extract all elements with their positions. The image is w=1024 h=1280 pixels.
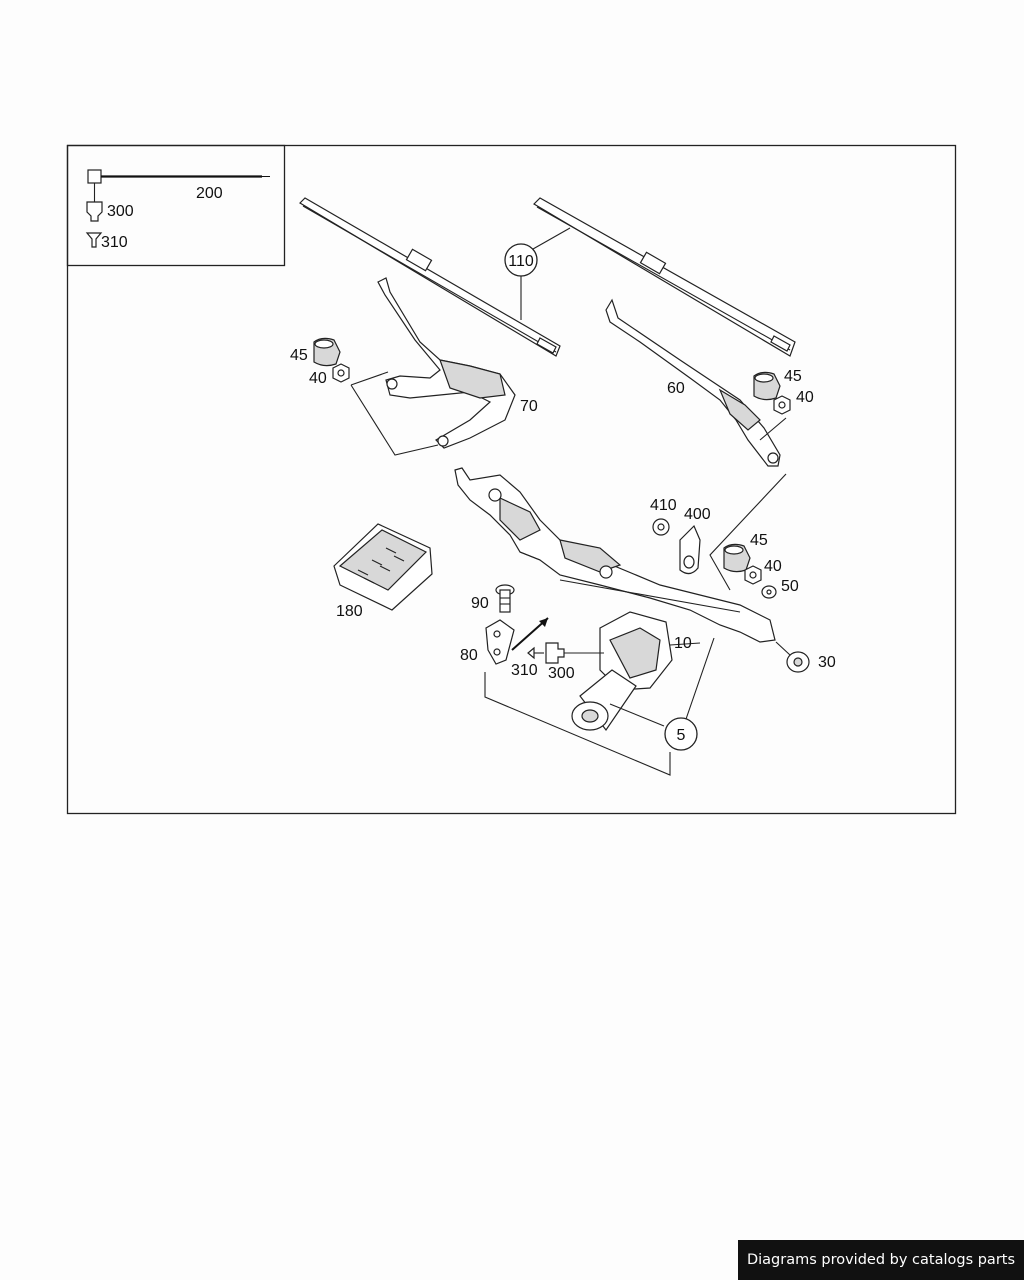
wiper-blade-right — [533, 197, 796, 357]
nut-40-right-mid — [744, 565, 762, 585]
nut-40-left — [332, 363, 350, 383]
cap-45-right-mid — [723, 543, 751, 573]
wiper-blade-left — [299, 197, 561, 357]
callout-45-right-mid: 45 — [750, 532, 768, 549]
callout-circle-5 — [664, 717, 698, 751]
legend-symbols — [85, 169, 270, 248]
legend-box — [66, 144, 286, 267]
diagram-frame — [66, 144, 957, 815]
nut-40-right-top — [773, 395, 791, 415]
callout-45-left: 45 — [290, 347, 308, 364]
callout-90: 90 — [471, 595, 489, 612]
legend-label-200: 200 — [196, 185, 223, 202]
connector-300 — [545, 642, 604, 664]
connector-310 — [527, 646, 544, 660]
cover-400 — [679, 524, 701, 575]
callout-110: 110 — [508, 253, 534, 270]
bracket-80 — [485, 617, 549, 665]
callout-70: 70 — [520, 398, 538, 415]
washer-50 — [761, 585, 777, 599]
wiper-motor-10 — [571, 611, 701, 732]
callout-80: 80 — [460, 647, 478, 664]
callout-180: 180 — [336, 603, 363, 620]
callout-400: 400 — [684, 506, 711, 523]
callout-40-left: 40 — [309, 370, 327, 387]
callout-10: 10 — [674, 635, 692, 652]
legend-label-300: 300 — [107, 203, 134, 220]
callout-300: 300 — [548, 665, 575, 682]
callout-5: 5 — [677, 727, 686, 744]
wiper-arm-left — [377, 277, 516, 449]
callout-45-right-top: 45 — [784, 368, 802, 385]
relay-bracket-180 — [333, 523, 433, 611]
wiper-linkage — [454, 467, 776, 643]
callout-60: 60 — [667, 380, 685, 397]
diagram-credit: Diagrams provided by catalogs parts — [738, 1240, 1024, 1280]
cap-45-left — [313, 337, 341, 367]
callout-310: 310 — [511, 662, 538, 679]
bolt-90 — [495, 584, 515, 613]
legend-label-310: 310 — [101, 234, 128, 251]
grommet-30 — [775, 641, 810, 673]
callout-30: 30 — [818, 654, 836, 671]
wiper-arm-right — [605, 298, 781, 467]
cap-45-right-top — [753, 371, 781, 401]
grommet-410 — [652, 518, 670, 536]
callout-50: 50 — [781, 578, 799, 595]
callout-410: 410 — [650, 497, 677, 514]
callout-40-right-top: 40 — [796, 389, 814, 406]
callout-40-right-mid: 40 — [764, 558, 782, 575]
